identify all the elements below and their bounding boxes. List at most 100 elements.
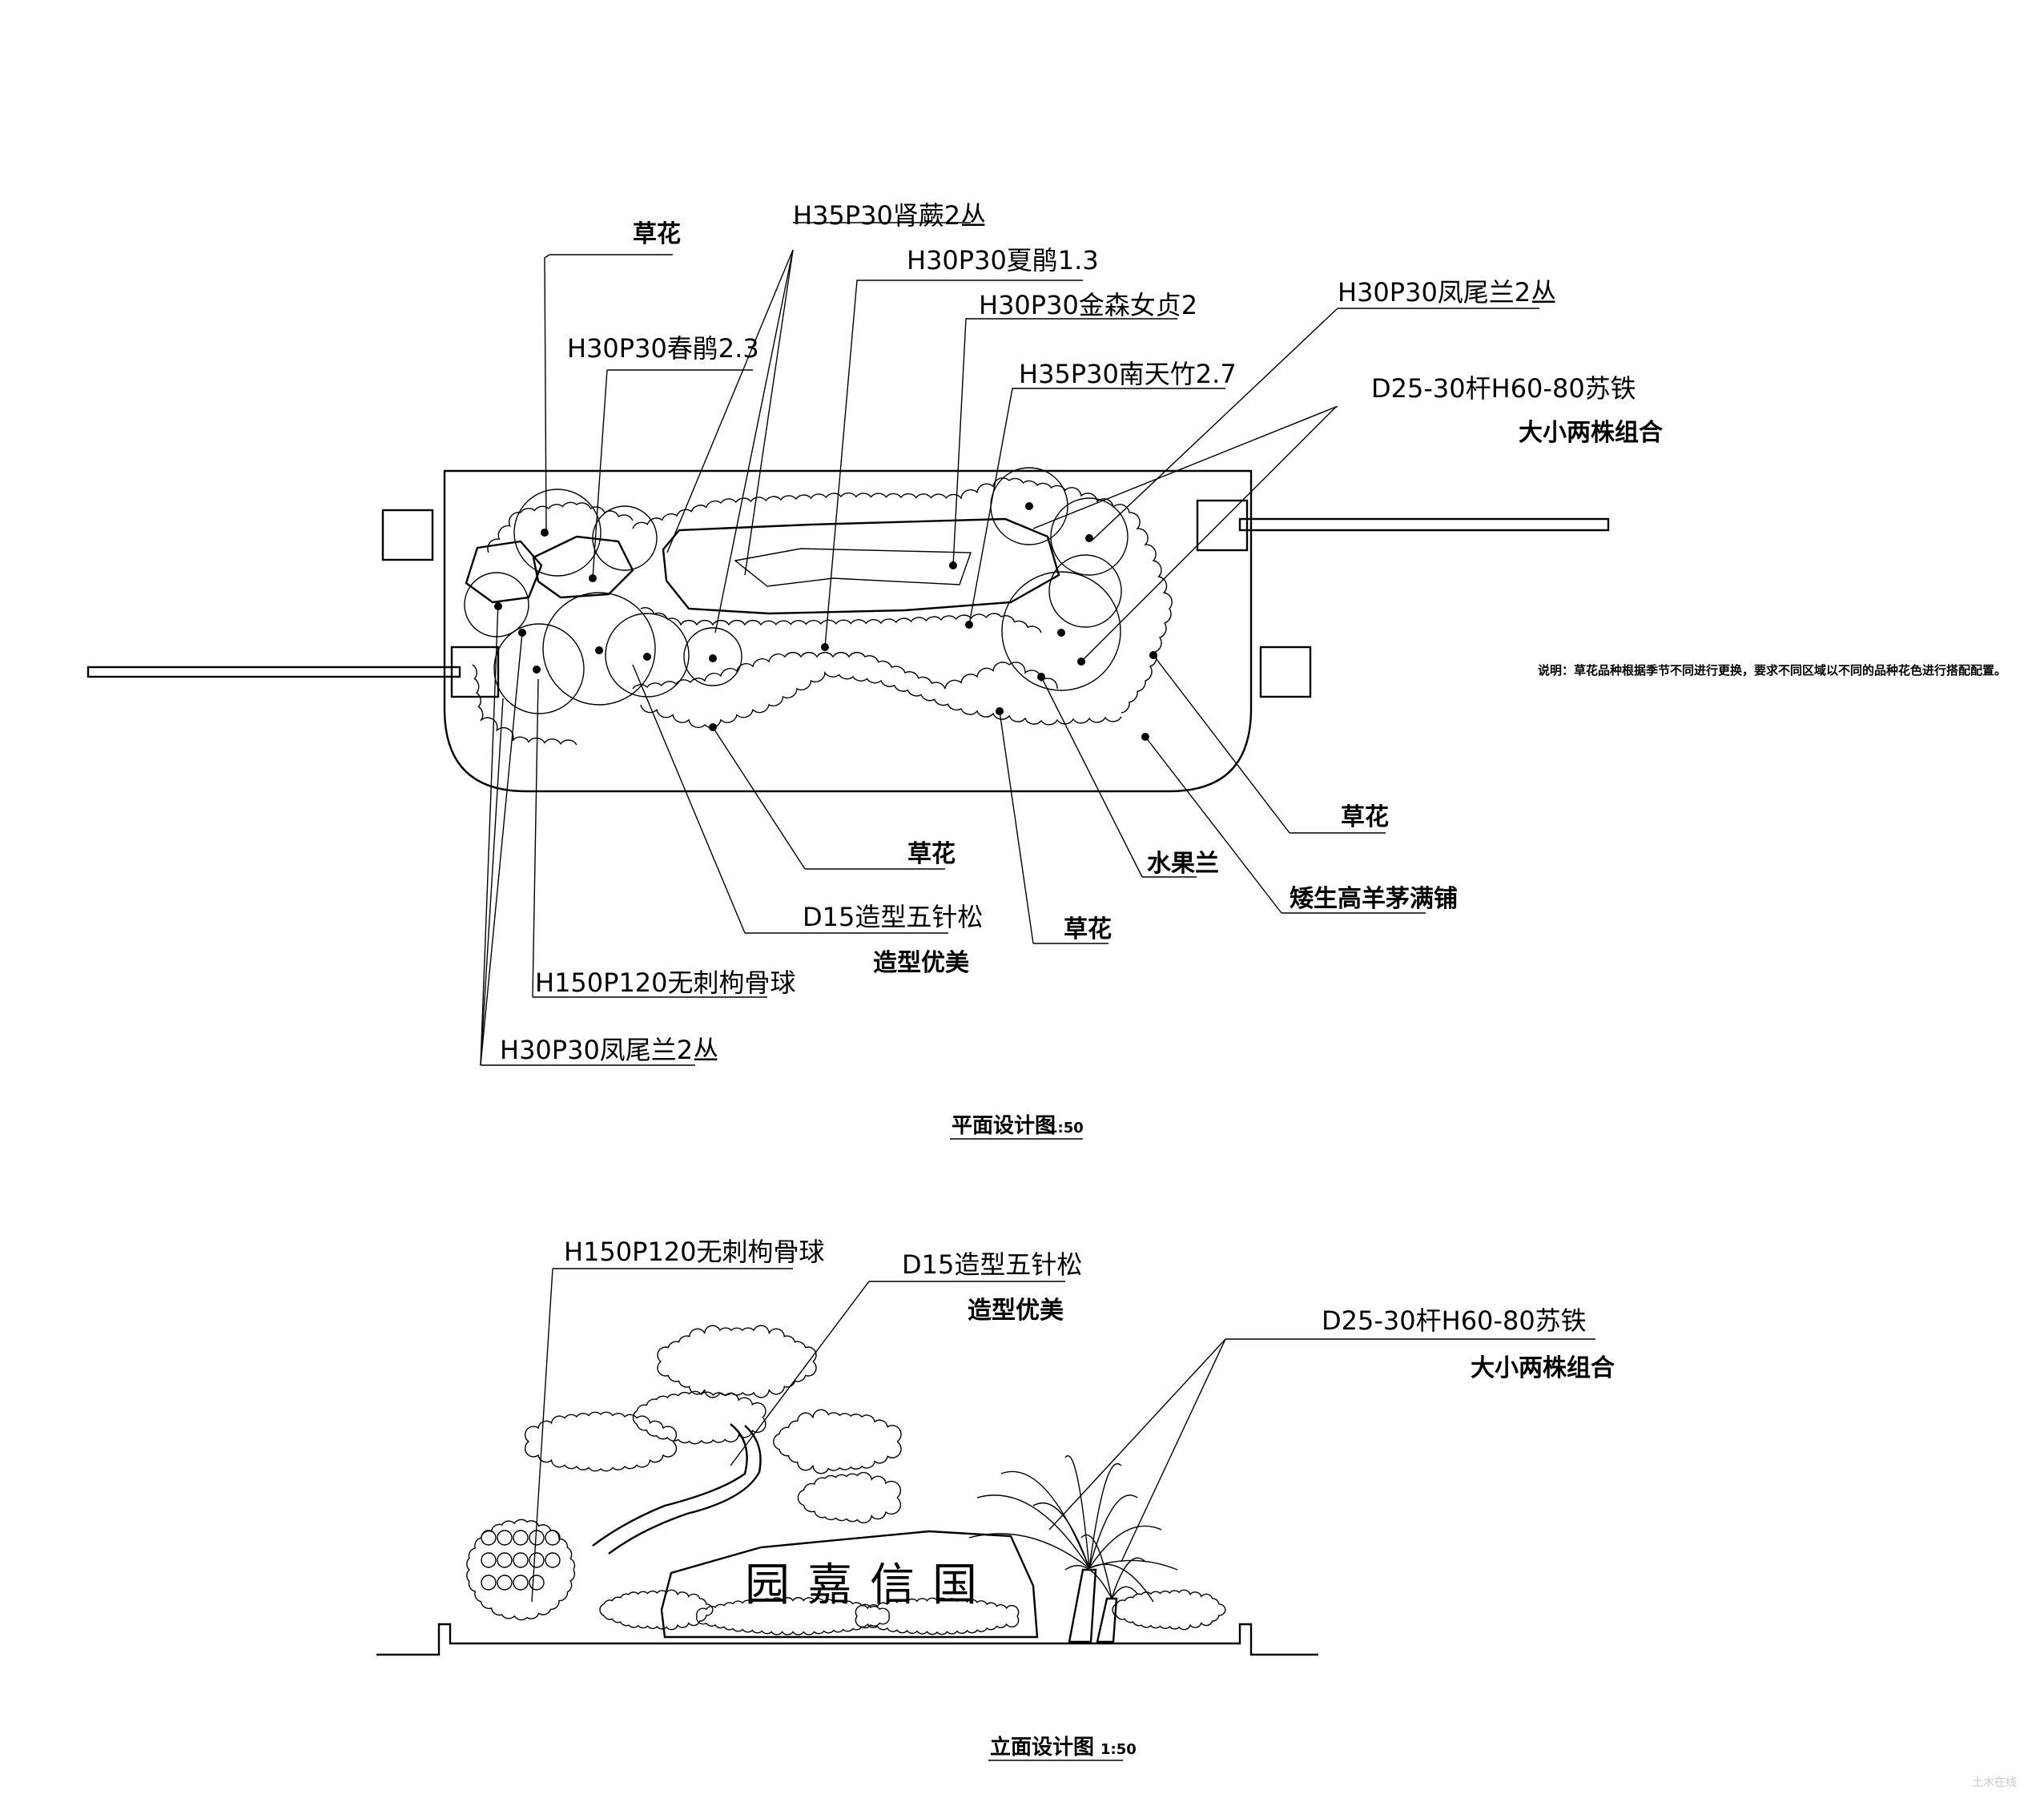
holly-leaf — [513, 1530, 529, 1546]
cycad-frond — [1088, 1563, 1154, 1603]
ground-shrub — [855, 1597, 1020, 1635]
boulder-left-2 — [532, 535, 634, 599]
elev-label-pine: D15造型五针松 — [902, 1249, 1082, 1280]
ground-shrub — [696, 1597, 890, 1635]
planting-dot — [1025, 502, 1033, 510]
label-golden-privet: H30P30金森女贞2 — [979, 290, 1197, 320]
plan-shrub-clusters — [472, 477, 1173, 746]
plan-scale: 1:50 — [1048, 1120, 1084, 1136]
shrub-row — [640, 670, 1122, 728]
label-cycad-sub: 大小两株组合 — [1519, 419, 1663, 447]
label-pine-sub: 造型优美 — [873, 949, 969, 977]
holly-leaf — [545, 1552, 561, 1568]
cycad-frond — [1064, 1455, 1090, 1569]
planting-dot — [595, 646, 603, 654]
holly-leaf — [545, 1530, 561, 1546]
shrub-row — [632, 652, 1058, 690]
stone-inner — [734, 548, 972, 587]
elevation-view: 园嘉信国 H150P120无刺枸骨球 D15造型五针松 造型优美 D25-30杆… — [376, 1237, 1615, 1761]
planting-dot — [709, 654, 717, 662]
label-pine: D15造型五针松 — [803, 902, 983, 932]
label-flowers-mid: 草花 — [907, 840, 956, 868]
label-holly: H150P120无刺枸骨球 — [535, 967, 796, 998]
label-nandina: H35P30南天竹2.7 — [1019, 359, 1237, 389]
planting-dot — [541, 529, 549, 537]
leader-lines — [480, 222, 1539, 1066]
plan-note: 说明：草花品种根据季节不同进行更换，要求不同区域以不同的品种花色进行搭配配置。 — [1538, 663, 2006, 678]
label-spring-azalea: H30P30春鹃2.3 — [567, 333, 759, 364]
planting-dot — [643, 653, 651, 661]
label-flowers-top: 草花 — [633, 220, 681, 248]
cycad-frond — [968, 1533, 1090, 1569]
cycad-frond — [1080, 1534, 1113, 1599]
cycad-frond — [1000, 1470, 1090, 1569]
label-summer-azalea: H30P30夏鹃1.3 — [907, 245, 1099, 276]
cycad-frond — [1088, 1494, 1138, 1569]
holly-leaf — [497, 1552, 513, 1568]
label-yucca-top: H30P30凤尾兰2丛 — [1338, 277, 1556, 308]
label-kidney-fern: H35P30肾蕨2丛 — [793, 200, 986, 231]
holly-leaf — [529, 1575, 545, 1591]
planter-outline — [443, 469, 1253, 793]
holly-leaf — [529, 1552, 545, 1568]
elevation-vegetation — [466, 1325, 1226, 1635]
holly-leaf — [497, 1530, 513, 1546]
cycad-frond — [1088, 1525, 1162, 1569]
holly-leaf — [513, 1575, 529, 1591]
plan-view: H35P30肾蕨2丛 H30P30夏鹃1.3 H30P30金森女贞2 H35P3… — [87, 200, 2006, 1140]
cycad-frond — [1111, 1557, 1146, 1599]
plant-circles — [464, 467, 1129, 714]
elev-label-cycad-sub: 大小两株组合 — [1471, 1354, 1615, 1382]
planting-dot — [533, 666, 541, 674]
pine-canopy — [657, 1325, 817, 1398]
label-tall-fescue: 矮生高羊茅满铺 — [1290, 885, 1458, 913]
pine-canopy — [524, 1411, 678, 1472]
shrub-row — [640, 607, 1042, 634]
elevation-leaders — [531, 1268, 1595, 1603]
ground-shrub — [1112, 1589, 1226, 1631]
label-cycad: D25-30杆H60-80苏铁 — [1371, 373, 1636, 404]
boulder-left — [465, 540, 543, 604]
holly-leaf — [481, 1575, 497, 1591]
ground-line — [376, 1623, 1318, 1656]
pillar-bottom-left — [450, 646, 500, 698]
watermark: 土木在线 — [1972, 1776, 2017, 1789]
planting-dot — [1057, 629, 1065, 637]
stone-inscription: 园嘉信国 — [745, 1559, 995, 1611]
holly-leaf — [497, 1575, 513, 1591]
elev-label-pine-sub: 造型优美 — [968, 1297, 1064, 1325]
ground-shrub — [599, 1589, 714, 1631]
holly-leaf — [481, 1552, 497, 1568]
elevation-stone — [660, 1530, 1039, 1639]
elev-label-cycad: D25-30杆H60-80苏铁 — [1322, 1305, 1587, 1336]
holly-leaf — [481, 1530, 497, 1546]
label-fruit-orchid: 水果兰 — [1147, 850, 1219, 878]
cycad-frond — [1088, 1463, 1122, 1569]
pillar-top-left — [381, 509, 434, 561]
cycad-frond — [1032, 1502, 1090, 1569]
cycad-trunk — [1068, 1568, 1118, 1643]
holly-ball — [466, 1518, 576, 1621]
shrub-row — [632, 477, 1173, 714]
pillar-bottom-right — [1259, 646, 1312, 698]
shrub-row — [472, 664, 577, 746]
pine-trunk — [592, 1423, 762, 1555]
gate-arm-right — [1238, 517, 1610, 532]
holly-leaf — [513, 1552, 529, 1568]
pine-canopy — [797, 1471, 902, 1524]
planting-dot — [1085, 534, 1093, 542]
cycad-frond — [976, 1494, 1090, 1569]
gate-arm-left — [87, 666, 461, 678]
label-flowers-bottom: 草花 — [1064, 915, 1112, 943]
elevation-scale: 1:50 — [1100, 1741, 1137, 1758]
elevation-title: 立面设计图 — [990, 1735, 1094, 1760]
label-yucca-bottom: H30P30凤尾兰2丛 — [500, 1035, 718, 1065]
elev-label-holly: H150P120无刺枸骨球 — [564, 1237, 825, 1267]
pine-canopy — [632, 1390, 766, 1445]
plan-title: 平面设计图 — [952, 1114, 1056, 1138]
pillar-top-right — [1196, 499, 1249, 552]
pine-canopy — [773, 1409, 902, 1474]
cycad-frond — [1111, 1586, 1138, 1599]
central-stone — [662, 517, 1060, 615]
